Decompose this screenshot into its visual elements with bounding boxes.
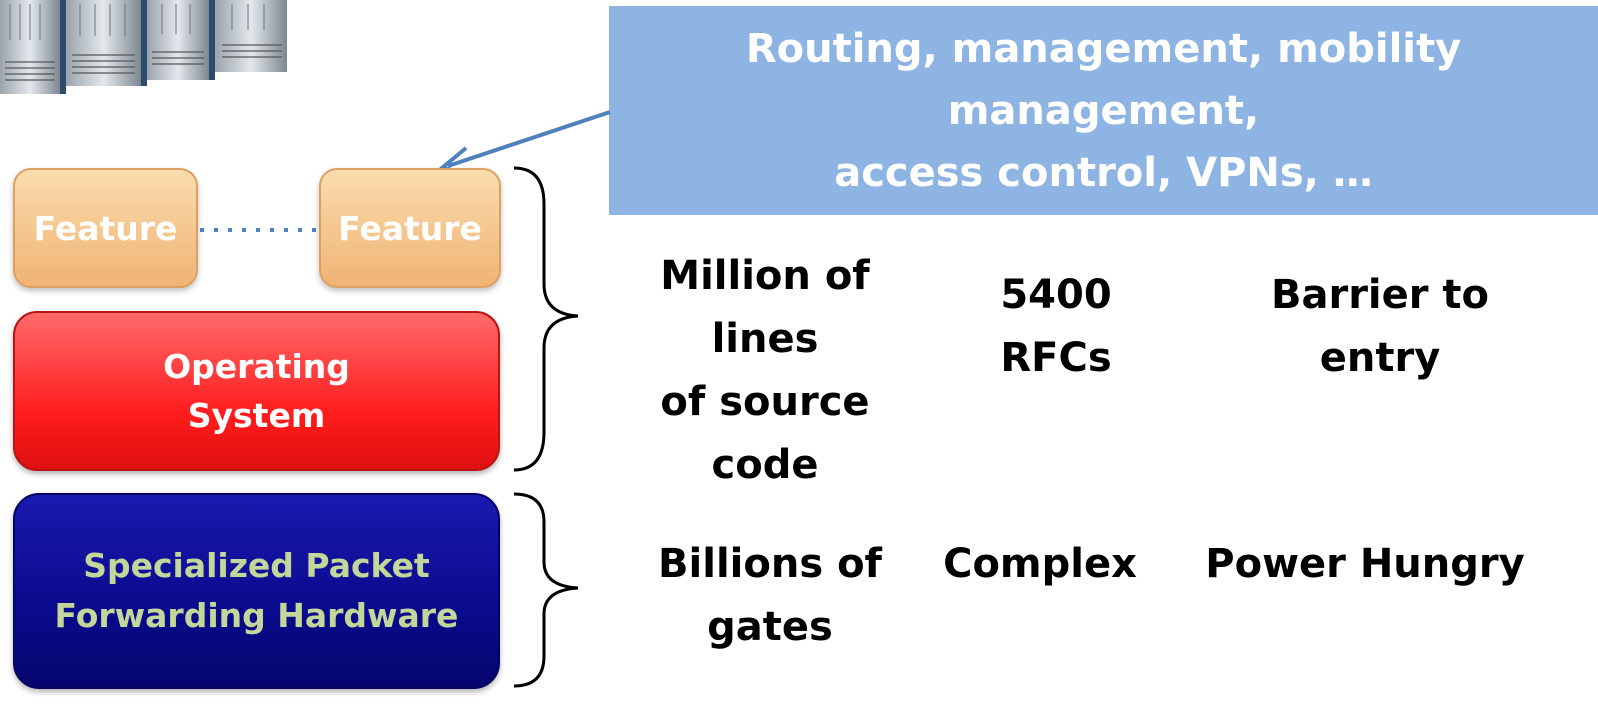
forwarding-hardware-box: Specialized Packet Forwarding Hardware — [13, 493, 500, 689]
gates-count-text: Billions of gates — [658, 541, 882, 650]
barrier-to-entry-text: Barrier to entry — [1270, 272, 1490, 381]
feature-dotted-connector — [200, 228, 318, 232]
source-code-text: Million of lines of source code — [660, 253, 870, 488]
complex-text: Complex — [943, 541, 1137, 587]
router-chassis-image — [0, 0, 287, 94]
feature-examples-callout: Routing, management, mobility management… — [609, 6, 1598, 215]
power-hungry-text: Power Hungry — [1205, 541, 1525, 587]
hardware-brace — [513, 492, 579, 688]
software-brace — [513, 166, 579, 472]
feature-box-right: Feature — [319, 168, 501, 288]
operating-system-box: Operating System — [13, 311, 500, 471]
rfc-count-text: 5400 RFCs — [1000, 272, 1112, 381]
feature-box-left: Feature — [13, 168, 198, 288]
